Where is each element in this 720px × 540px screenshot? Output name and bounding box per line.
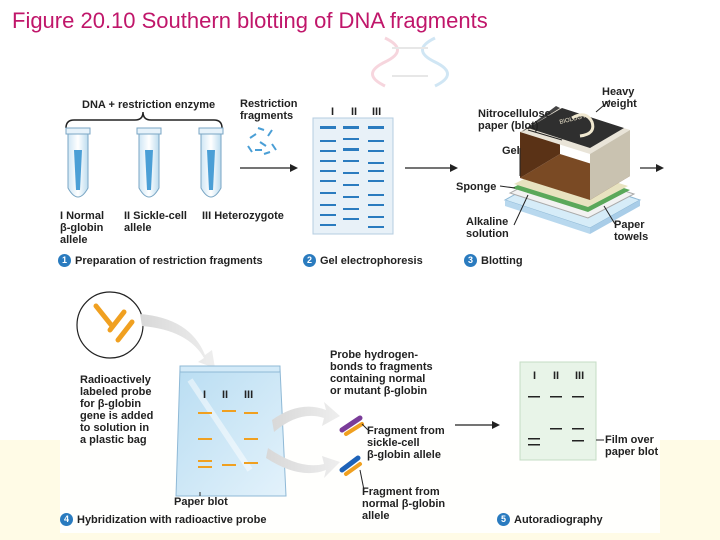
heavy-weight-label: Heavy weight <box>602 86 637 110</box>
step-2-label: Gel electrophoresis <box>320 254 423 267</box>
restriction-fragments-label: Restriction fragments <box>240 98 298 122</box>
gel-lane-label-3: III <box>372 106 382 118</box>
film-lane-label-2: II <box>553 370 560 382</box>
gel-label: Gel <box>502 145 520 157</box>
gel-lane-label-2: II <box>351 106 358 118</box>
bag-lane-label-1: I <box>203 389 207 401</box>
radioactive-probe-label: Radioactively labeled probe for β-globin… <box>80 374 154 446</box>
step-3: 3 Blotting <box>464 254 523 267</box>
tube-normal <box>65 127 91 198</box>
sickle-fragment-label: Fragment from sickle-cell β-globin allel… <box>367 425 445 461</box>
restriction-fragments-icon <box>247 127 277 155</box>
arrow-to-blot <box>405 164 458 172</box>
sickle-fragment-icon <box>339 415 364 436</box>
bag-lane-label-2: II <box>222 389 229 401</box>
step-5: 5 Autoradiography <box>497 513 603 526</box>
arrow-out-blot <box>640 164 664 172</box>
arrow-to-sickle-fragment <box>272 402 340 432</box>
curved-arrow-into-bag <box>140 314 215 368</box>
arrow-to-film <box>455 421 500 429</box>
autoradiography-film <box>519 361 604 461</box>
tube-label-normal: I Normal β-globin allele <box>60 210 105 246</box>
step-1: 1 Preparation of restriction fragments <box>58 254 263 267</box>
plastic-bag <box>175 365 287 497</box>
paper-towels-label: Paper towels <box>614 219 649 243</box>
alkaline-solution-label: Alkaline solution <box>466 216 509 240</box>
normal-fragment-icon <box>339 455 362 476</box>
nitrocellulose-label: Nitrocellulose paper (blot) <box>478 108 551 132</box>
tubes-bracket <box>65 111 223 129</box>
step-5-badge: 5 <box>497 513 510 526</box>
step-3-badge: 3 <box>464 254 477 267</box>
probe-magnified-circle <box>76 291 144 359</box>
dna-decoration-icon <box>371 36 449 88</box>
normal-callout-line <box>359 469 365 491</box>
heavy-weight-book: BIOLOGY <box>520 106 630 200</box>
sponge-label: Sponge <box>456 181 497 193</box>
step-4-label: Hybridization with radioactive probe <box>77 513 267 526</box>
step-4-badge: 4 <box>60 513 73 526</box>
electrophoresis-gel <box>312 117 394 235</box>
blotting-callout-lines <box>499 99 616 226</box>
tube-heterozygote <box>198 127 224 198</box>
normal-fragment-label: Fragment from normal β-globin allele <box>362 486 446 522</box>
sickle-callout-line <box>361 423 369 431</box>
tube-label-sickle: II Sickle-cell allele <box>124 210 187 234</box>
step-4: 4 Hybridization with radioactive probe <box>60 513 266 526</box>
probe-bonds-label: Probe hydrogen- bonds to fragments conta… <box>330 349 433 397</box>
gel-lane-label-1: I <box>331 106 335 118</box>
film-label: Film over paper blot <box>605 434 659 458</box>
tube-label-heterozygote: III Heterozygote <box>202 210 284 222</box>
step-2: 2 Gel electrophoresis <box>303 254 423 267</box>
bag-lane-label-3: III <box>244 389 254 401</box>
slide-title: Figure 20.10 Southern blotting of DNA fr… <box>12 8 488 33</box>
film-lane-label-3: III <box>575 370 585 382</box>
step-5-label: Autoradiography <box>514 513 603 526</box>
step-3-label: Blotting <box>481 254 523 267</box>
film-lane-label-1: I <box>533 370 537 382</box>
arrow-to-normal-fragment <box>266 448 340 478</box>
bag-bands <box>198 410 258 468</box>
arrow-to-gel <box>240 164 298 172</box>
step-1-label: Preparation of restriction fragments <box>75 254 263 267</box>
step-1-badge: 1 <box>58 254 71 267</box>
step-2-badge: 2 <box>303 254 316 267</box>
paper-blot-label: Paper blot <box>174 496 228 508</box>
tube-sickle <box>136 127 162 198</box>
dna-enzyme-label: DNA + restriction enzyme <box>82 99 216 111</box>
